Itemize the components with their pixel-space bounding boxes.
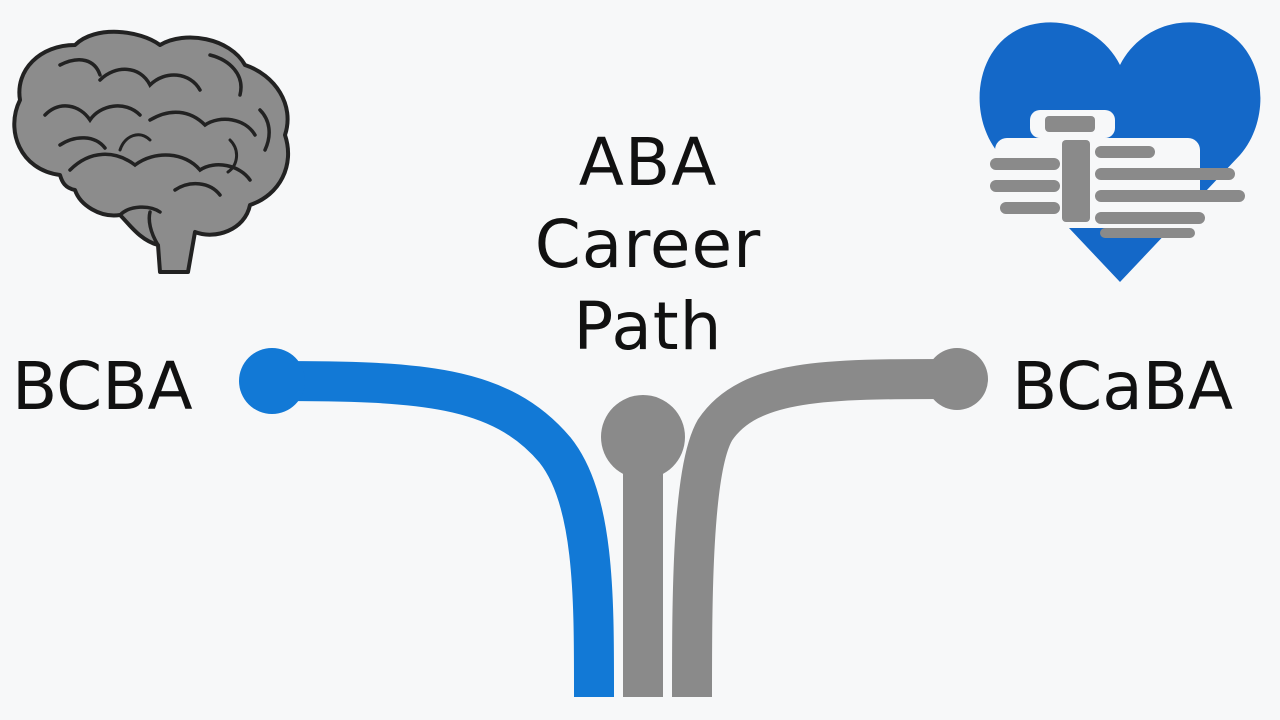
title-line-3: Path bbox=[573, 288, 723, 365]
brain-icon bbox=[12, 29, 291, 274]
center-path-endpoint bbox=[601, 395, 685, 479]
title-line-2: Career bbox=[534, 206, 762, 283]
bcaba-path-line bbox=[672, 358, 958, 698]
title-line-1: ABA bbox=[578, 124, 718, 201]
heart-handshake-icon bbox=[979, 22, 1261, 282]
bcba-path-endpoint bbox=[239, 348, 305, 414]
bcaba-label: BCaBA bbox=[1012, 348, 1234, 425]
bcaba-path-endpoint bbox=[926, 348, 988, 410]
bcba-path-line bbox=[271, 361, 615, 698]
bcba-label: BCBA bbox=[12, 348, 193, 425]
